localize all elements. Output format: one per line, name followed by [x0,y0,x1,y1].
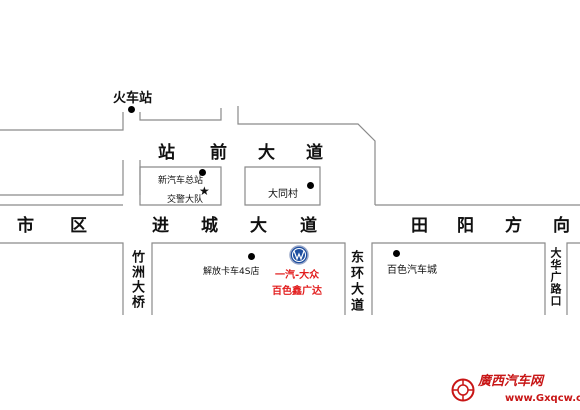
dealer-name-line1: 一汽-大众 [275,270,320,281]
shiqu-char-2: 区 [70,216,87,236]
jincheng-road-char-4: 道 [300,216,317,236]
zhanqian-road-char-1: 站 [158,143,175,163]
zhanqian-road-char-3: 大 [258,143,275,163]
jincheng-road-char-2: 城 [201,216,218,236]
datong-village-marker [307,182,314,189]
tianyang-char-1: 田 [411,216,428,236]
new-bus-station-marker [199,169,206,176]
jiefang-4s-label: 解放卡车4S店 [203,267,260,277]
logo-emblem-icon [451,378,475,402]
tianyang-char-2: 阳 [457,216,474,236]
dahua-road-label: 大华广路口 [549,247,562,307]
train-station-marker [128,106,135,113]
logo-text: 廣西汽车网 [478,374,544,389]
shiqu-char-1: 市 [17,216,34,236]
tianyang-char-4: 向 [553,216,570,236]
tianyang-char-3: 方 [505,216,522,236]
dealer-name-line2: 百色鑫广达 [272,286,322,297]
zhanqian-road-char-2: 前 [210,143,227,163]
zhanqian-road-char-4: 道 [306,143,323,163]
traffic-police-label: 交警大队 [167,195,204,205]
vw-logo-icon [289,245,309,265]
baise-bus-city-marker [393,250,400,257]
datong-village-label: 大同村 [268,189,298,200]
star-icon: ★ [199,184,210,198]
site-logo: 廣西汽车网 www.Gxqcw.com [451,372,580,406]
jincheng-road-char-1: 进 [152,216,169,236]
road-outlines [0,106,580,315]
jiefang-4s-marker [248,253,255,260]
donghuan-road-label: 东环大道 [348,250,363,314]
jincheng-road-char-3: 大 [250,216,267,236]
train-station-label: 火车站 [113,91,153,106]
logo-url: www.Gxqcw.com [505,393,580,404]
new-bus-station-label: 新汽车总站 [158,176,204,186]
zhuzhou-bridge-label: 竹洲大桥 [129,250,144,310]
baise-bus-city-label: 百色汽车城 [387,265,437,276]
